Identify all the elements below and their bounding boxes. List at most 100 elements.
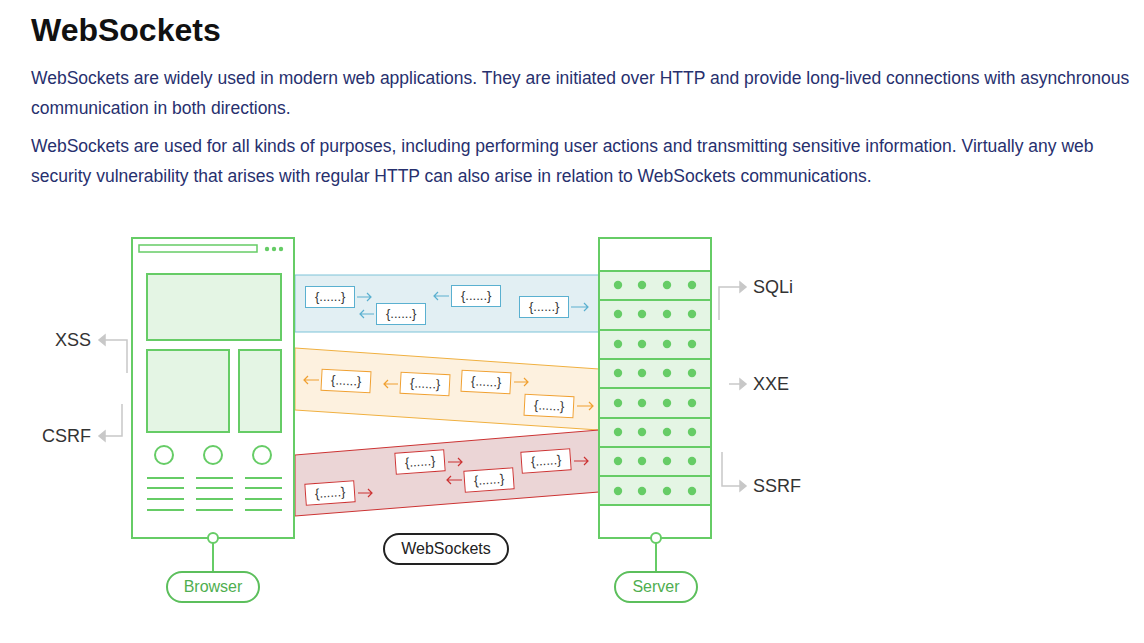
illustration-part	[147, 477, 184, 479]
message-text: {......}	[404, 453, 435, 470]
illustration-part	[599, 446, 711, 448]
intro-paragraph: WebSockets are widely used in modern web…	[31, 63, 1131, 123]
websocket-pill: WebSockets	[383, 533, 509, 565]
message-text: {......}	[331, 372, 362, 389]
illustration-part	[147, 509, 184, 511]
illustration-part	[574, 457, 588, 465]
server-dot	[638, 340, 646, 348]
browser-pill: Browser	[166, 571, 261, 603]
illustration-part	[571, 303, 588, 311]
illustration-part	[740, 282, 746, 292]
illustration-part	[740, 379, 746, 389]
message-text: {......}	[461, 288, 491, 303]
illustration-part	[577, 402, 593, 410]
illustration-part	[599, 271, 711, 505]
message-frame: {......}	[320, 369, 371, 394]
browser-window	[132, 238, 294, 571]
message-frame: {......}	[394, 449, 446, 474]
illustration-part	[245, 487, 282, 489]
illustration-part	[740, 481, 746, 491]
vulnerability-label: XSS	[55, 329, 91, 351]
illustration-part	[599, 299, 711, 301]
server-dot	[663, 428, 671, 436]
illustration-part	[295, 430, 599, 516]
illustration-part	[239, 350, 281, 432]
server-dot	[638, 369, 646, 377]
server-dot	[663, 340, 671, 348]
server-dot	[614, 457, 622, 465]
message-text: {......}	[473, 471, 504, 488]
illustration-part	[599, 238, 711, 538]
pill-text: WebSockets	[401, 540, 491, 557]
vulnerability-label: SQLi	[753, 276, 793, 298]
server-dot	[663, 369, 671, 377]
illustration-part	[253, 446, 271, 464]
message-text: {......}	[386, 306, 416, 321]
illustration-part	[384, 380, 398, 388]
illustration-part	[147, 274, 281, 340]
illustration-part	[196, 487, 233, 489]
server-dot	[663, 457, 671, 465]
illustration-part	[295, 275, 599, 332]
message-text: {......}	[471, 373, 502, 390]
message-bands	[295, 275, 599, 516]
illustration-part	[304, 376, 319, 384]
message-text: {......}	[534, 397, 565, 414]
message-frame: {......}	[463, 467, 515, 492]
server-dot	[663, 399, 671, 407]
illustration-part	[651, 533, 661, 543]
message-frame: {......}	[376, 303, 426, 325]
server-dot	[638, 281, 646, 289]
illustration-part	[599, 417, 711, 419]
vulnerability-label: XXE	[753, 373, 789, 395]
illustration-part	[147, 487, 184, 489]
vulnerability-label: SSRF	[753, 475, 801, 497]
illustration-part	[514, 378, 528, 386]
illustration-part	[132, 238, 294, 538]
illustration-part	[196, 509, 233, 511]
message-text: {......}	[410, 375, 441, 392]
message-text: {......}	[314, 484, 345, 501]
message-frame: {......}	[305, 286, 355, 308]
illustration-part	[245, 477, 282, 479]
server-rack	[599, 238, 711, 571]
server-dot	[638, 399, 646, 407]
illustration-part	[265, 247, 269, 251]
server-dot	[688, 281, 696, 289]
illustration-part	[147, 478, 282, 510]
vulnerability-label: CSRF	[42, 425, 91, 447]
server-dot	[688, 457, 696, 465]
server-dot	[663, 281, 671, 289]
server-dot	[663, 310, 671, 318]
server-dot	[614, 369, 622, 377]
illustration-part	[147, 498, 184, 500]
message-frame: {......}	[460, 370, 511, 395]
illustration-part	[722, 452, 745, 486]
server-dot	[614, 310, 622, 318]
server-pill: Server	[614, 571, 697, 603]
illustration-part	[99, 431, 105, 441]
illustration-part	[279, 247, 283, 251]
illustration-part	[155, 446, 173, 464]
server-dot	[688, 428, 696, 436]
illustration-part	[272, 247, 276, 251]
message-frame: {......}	[520, 448, 572, 473]
message-text: {......}	[315, 289, 345, 304]
illustration-part	[204, 446, 222, 464]
illustration-part	[448, 458, 462, 466]
illustration-part	[447, 476, 462, 484]
illustration-part	[358, 489, 372, 497]
server-dot	[688, 310, 696, 318]
leader-lines	[99, 282, 746, 491]
server-dot	[614, 399, 622, 407]
message-frame: {......}	[451, 285, 501, 307]
intro-paragraph: WebSockets are used for all kinds of pur…	[31, 131, 1131, 191]
illustration-part	[245, 498, 282, 500]
message-frame: {......}	[519, 296, 569, 318]
illustration-part	[196, 498, 233, 500]
illustration-part	[196, 477, 233, 479]
server-dot	[638, 487, 646, 495]
server-dot	[688, 369, 696, 377]
server-dot	[614, 428, 622, 436]
